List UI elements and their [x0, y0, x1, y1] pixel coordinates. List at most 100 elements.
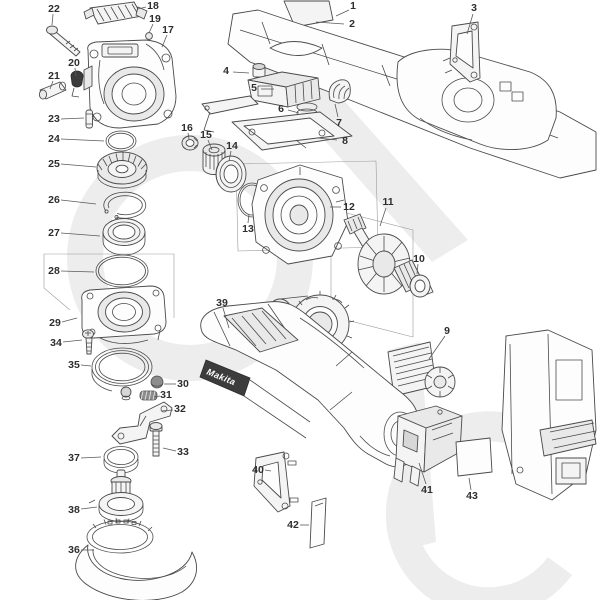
part-label-8: 8 [342, 135, 348, 147]
part-label-24: 24 [48, 133, 60, 145]
part-label-14: 14 [226, 140, 238, 152]
part-label-31: 31 [160, 389, 172, 401]
snap-ring-26-drawing [103, 191, 147, 219]
part-label-7: 7 [336, 117, 342, 129]
spindle-38-drawing [88, 469, 144, 522]
part-label-27: 27 [48, 227, 60, 239]
part-label-22: 22 [48, 3, 60, 15]
part-label-42: 42 [287, 519, 299, 531]
part-label-35: 35 [68, 359, 80, 371]
part-label-20: 20 [68, 57, 80, 69]
leader-line-14 [228, 150, 232, 162]
leader-line-28 [60, 270, 95, 273]
leader-line-33 [162, 447, 177, 452]
leader-line-7 [334, 103, 339, 118]
baffle-7-drawing [328, 79, 351, 104]
coupling-15-drawing [202, 143, 226, 175]
leader-line-17 [161, 34, 168, 48]
part-label-39: 39 [216, 297, 228, 309]
part-label-5: 5 [251, 82, 257, 94]
leader-line-40 [264, 469, 272, 472]
switch-5-drawing [247, 71, 321, 108]
cover-panel-1-drawing [283, 0, 334, 28]
bevel-gear-25-drawing [96, 151, 148, 189]
part-label-41: 41 [421, 484, 433, 496]
ball-bearing-10-drawing [409, 274, 431, 298]
o-ring-24-drawing [105, 130, 137, 152]
part-label-6: 6 [278, 103, 284, 115]
leader-line-16 [187, 132, 190, 140]
motor-housing-cover-2-drawing [227, 9, 597, 179]
leader-line-43 [468, 477, 472, 491]
part-label-13: 13 [242, 223, 254, 235]
leader-line-24 [60, 138, 105, 142]
part-label-34: 34 [50, 337, 62, 349]
leader-line-8 [317, 137, 338, 141]
switch-lever-8-drawing [201, 95, 353, 151]
part-label-11: 11 [382, 196, 393, 208]
pin-21-drawing [38, 81, 67, 100]
felt-ring-37-drawing [103, 446, 139, 474]
motor-housing-39-drawing: Makita [199, 301, 419, 468]
part-label-15: 15 [200, 129, 212, 141]
part-label-36: 36 [68, 544, 80, 556]
wheel-guard-36-drawing [75, 517, 198, 600]
leader-line-11 [379, 207, 387, 227]
part-label-12: 12 [343, 201, 355, 213]
part-label-4: 4 [223, 65, 229, 77]
shoulder-lever-32-drawing [111, 386, 173, 445]
leader-line-38 [80, 506, 98, 510]
button-4-drawing [252, 63, 266, 78]
bearing-box-29-drawing [81, 285, 167, 347]
leader-line-1 [335, 9, 350, 17]
cap-20-drawing [70, 70, 84, 98]
part-label-16: 16 [181, 122, 193, 134]
part-label-18: 18 [147, 0, 159, 12]
bearing-retainer-12-drawing [251, 164, 349, 265]
leader-line-13 [247, 213, 250, 224]
part-label-3: 3 [471, 2, 477, 14]
leader-line-31 [153, 395, 161, 398]
leader-line-10 [416, 263, 419, 275]
label-sheet-43-drawing [455, 437, 493, 477]
part-label-10: 10 [413, 253, 425, 265]
part-label-9: 9 [444, 325, 450, 337]
part-label-30: 30 [177, 378, 189, 390]
leader-line-32 [160, 409, 174, 412]
baffle-fan-9-drawing [387, 341, 456, 398]
leader-line-34 [62, 339, 83, 343]
part-label-40: 40 [252, 464, 264, 476]
part-label-26: 26 [48, 194, 60, 206]
controller-41-drawing [393, 405, 463, 487]
leader-line-18 [137, 6, 147, 10]
part-label-1: 1 [350, 0, 356, 12]
leader-line-25 [60, 163, 97, 168]
leader-line-19 [148, 23, 154, 34]
spring-31-drawing [139, 390, 158, 401]
gear-housing-17-drawing [83, 39, 177, 129]
part-label-37: 37 [68, 452, 80, 464]
bolt-33-drawing [149, 422, 163, 457]
part-label-28: 28 [48, 265, 60, 277]
leader-line-39 [222, 307, 230, 329]
nut-16-drawing [181, 135, 199, 151]
leader-line-21 [49, 80, 54, 90]
leader-line-4 [232, 71, 250, 74]
plate-42-drawing [309, 497, 327, 549]
part-label-32: 32 [174, 403, 186, 415]
part-label-23: 23 [48, 113, 60, 125]
leader-line-37 [80, 456, 102, 459]
rear-housing-drawing [501, 329, 597, 501]
screw-34-drawing [82, 329, 94, 355]
part-label-2: 2 [349, 18, 355, 30]
o-ring-28-drawing [95, 254, 149, 288]
bolt-22-drawing [46, 25, 81, 57]
leader-line-6 [287, 109, 300, 114]
part-label-29: 29 [49, 317, 61, 329]
brush-holder-plate-18-drawing [83, 1, 148, 25]
leader-line-26 [60, 199, 97, 205]
bracket-40-drawing [253, 451, 299, 513]
leader-line-20 [74, 67, 77, 77]
bracket-3-drawing [442, 21, 481, 83]
